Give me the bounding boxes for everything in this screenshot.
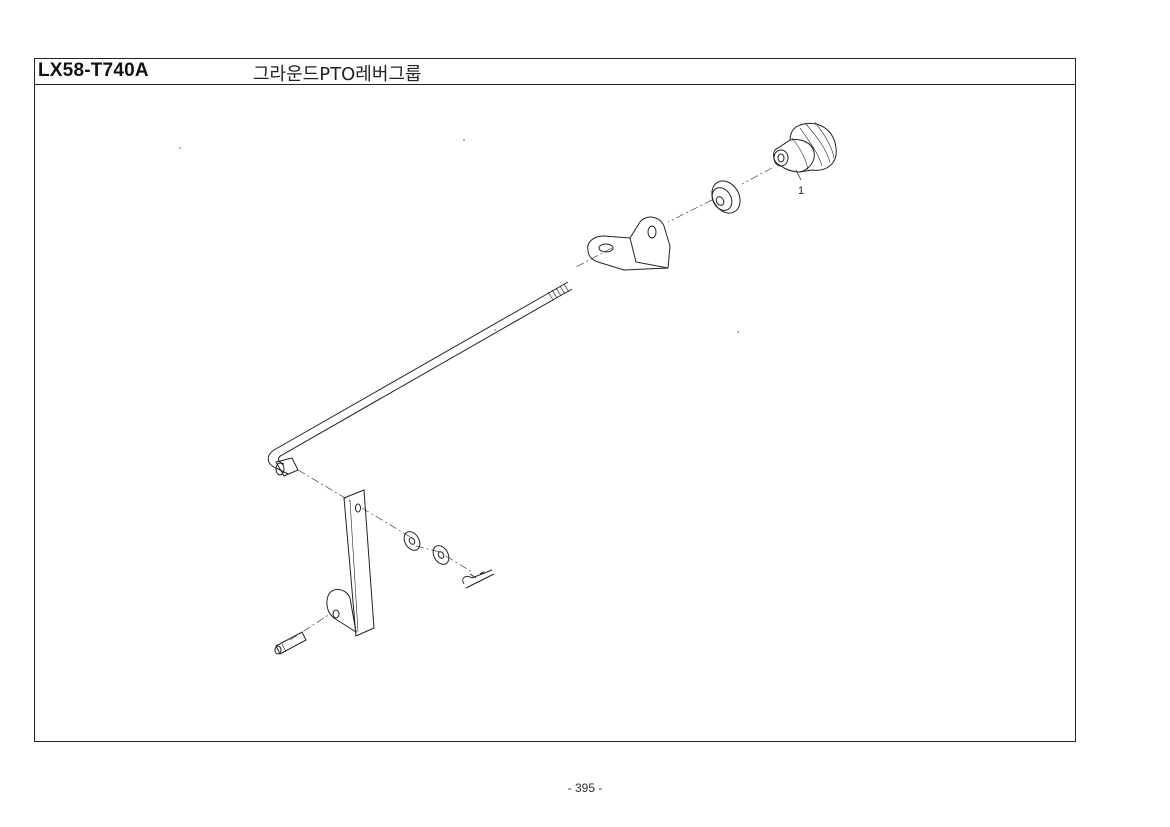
model-code: LX58-T740A [38, 60, 149, 81]
header-bar: LX58-T740A 그라운드PTO레버그룹 [35, 59, 1075, 85]
pivot-pin [274, 631, 307, 655]
section-title: 그라운드PTO레버그룹 [253, 64, 422, 85]
lever-knob [773, 121, 837, 173]
flat-washer [403, 531, 421, 551]
lever-rod [267, 281, 573, 477]
washer-upper [711, 180, 741, 214]
lower-arm [326, 489, 375, 637]
assembly-centerlines [289, 167, 773, 641]
page-number: - 395 - [567, 781, 603, 795]
cotter-pin [462, 569, 495, 589]
callout-leader-1 [795, 169, 802, 181]
drawing-frame: LX58-T740A 그라운드PTO레버그룹 [34, 58, 1076, 742]
spring-washer [432, 545, 450, 565]
guide-bracket [587, 216, 671, 271]
callout-number-1: 1 [798, 185, 804, 197]
scan-specks [179, 139, 739, 333]
